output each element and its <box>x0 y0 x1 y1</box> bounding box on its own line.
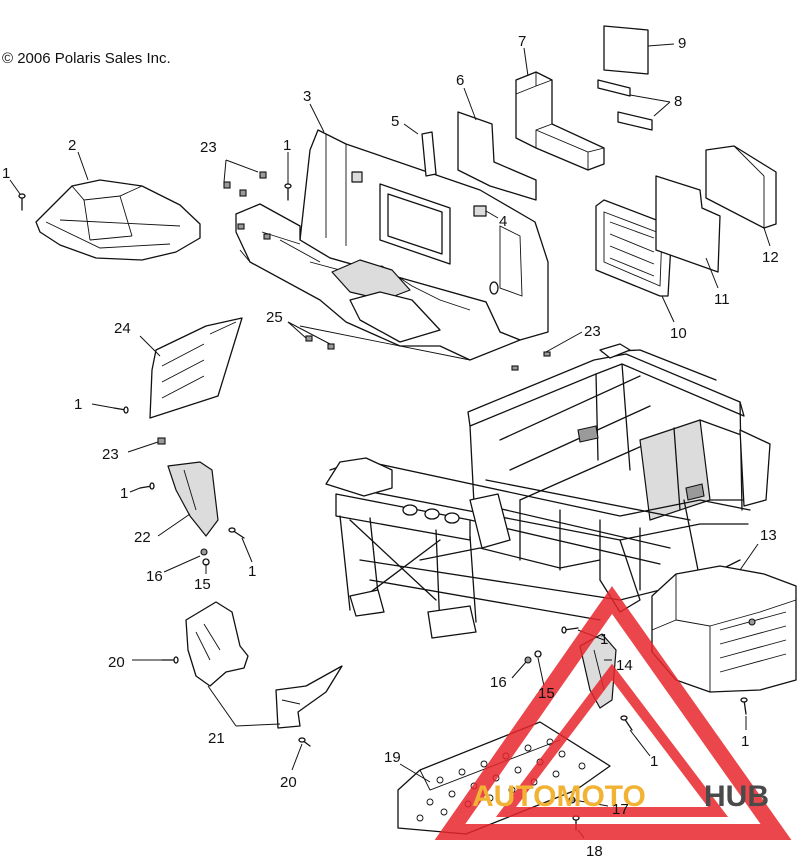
callout-21: 21 <box>208 730 225 747</box>
callout-11: 11 <box>714 291 730 308</box>
watermark-triangle-inner <box>495 663 729 817</box>
callout-1: 1 <box>248 563 256 580</box>
callout-16: 16 <box>490 674 507 691</box>
screw-1h <box>740 697 748 715</box>
part-21-guards <box>185 601 343 729</box>
callout-1: 1 <box>650 753 658 770</box>
screw-1g <box>620 715 633 731</box>
part-4-clip <box>473 205 499 219</box>
callout-5: 5 <box>391 113 399 130</box>
callout-24: 24 <box>114 320 131 337</box>
callouts: 1 2 23 1 3 5 6 7 9 8 4 12 11 10 25 23 24… <box>2 33 779 858</box>
part-11-pad <box>655 175 721 289</box>
callout-7: 7 <box>518 33 526 50</box>
part-6-pad <box>457 111 537 201</box>
copyright-text: © 2006 Polaris Sales Inc. <box>2 50 171 67</box>
screw-1f <box>561 626 579 634</box>
callout-22: 22 <box>134 529 151 546</box>
callout-17: 17 <box>612 801 629 818</box>
callout-23: 23 <box>200 139 217 156</box>
screw-1a <box>18 193 26 211</box>
callout-25: 25 <box>266 309 283 326</box>
screw-1d <box>139 482 155 490</box>
part-9-pad <box>603 25 675 75</box>
callout-4: 4 <box>499 213 507 230</box>
callout-10: 10 <box>670 325 687 342</box>
main-frame <box>325 343 771 639</box>
screw-1e <box>228 527 245 539</box>
screw-1b <box>284 183 292 201</box>
callout-1: 1 <box>2 165 10 182</box>
callout-15: 15 <box>194 576 211 593</box>
leader-lines <box>9 47 747 839</box>
callout-6: 6 <box>456 72 464 89</box>
callout-1: 1 <box>74 396 82 413</box>
part-10-louver <box>595 199 675 323</box>
part-5-strip <box>403 123 437 177</box>
callout-1: 1 <box>741 733 749 750</box>
part-8-pads <box>597 79 671 131</box>
callout-23: 23 <box>102 446 119 463</box>
part-14-bracket <box>579 633 617 709</box>
callout-19: 19 <box>384 749 401 766</box>
part-24-louver <box>139 317 243 419</box>
part-2-tray <box>35 179 201 261</box>
callout-14: 14 <box>616 657 633 674</box>
callout-15: 15 <box>538 685 555 702</box>
callout-20: 20 <box>108 654 125 671</box>
callout-20: 20 <box>280 774 297 791</box>
callout-16: 16 <box>146 568 163 585</box>
callout-1: 1 <box>600 631 608 648</box>
callout-12: 12 <box>762 249 779 266</box>
callout-18: 18 <box>586 843 603 858</box>
callout-13: 13 <box>760 527 777 544</box>
callout-2: 2 <box>68 137 76 154</box>
part-12-block <box>705 145 777 247</box>
part-3-rear-panel <box>235 129 549 361</box>
callout-3: 3 <box>303 88 311 105</box>
callout-8: 8 <box>674 93 682 110</box>
watermark-text-b: HUB <box>704 780 769 813</box>
callout-1: 1 <box>283 137 291 154</box>
callout-9: 9 <box>678 35 686 52</box>
callout-23: 23 <box>584 323 601 340</box>
watermark-logo: AUTOMOTO HUB <box>434 586 792 840</box>
part-13-box <box>651 543 797 693</box>
watermark-triangle-outer <box>434 586 792 840</box>
part-7-foam <box>515 71 605 171</box>
callout-1: 1 <box>120 485 128 502</box>
watermark-text-a: AUTOMOTO <box>472 780 646 813</box>
part-22-bracket <box>157 461 219 537</box>
screw-1c <box>113 406 129 414</box>
